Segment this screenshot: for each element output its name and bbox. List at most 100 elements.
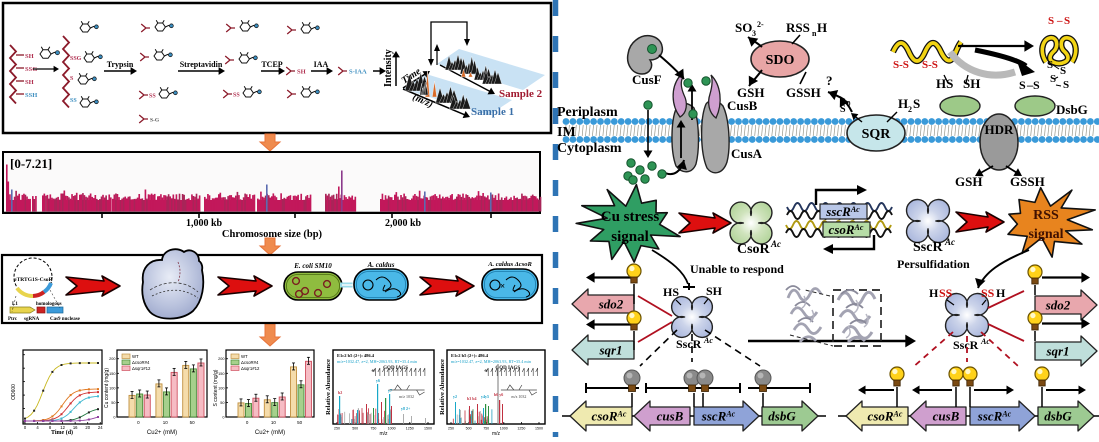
svg-text:S-S: S-S <box>893 59 909 71</box>
svg-text:GSSH: GSSH <box>786 85 821 100</box>
svg-text:SscR: SscR <box>676 337 702 351</box>
svg-text:y8 2+: y8 2+ <box>401 406 411 411</box>
svg-text:1000: 1000 <box>500 427 508 431</box>
svg-text:m/z 1032: m/z 1032 <box>399 394 414 399</box>
svg-text:100: 100 <box>218 386 224 390</box>
svg-text:Relative Abundance: Relative Abundance <box>325 359 332 415</box>
svg-text:S: S <box>840 104 846 115</box>
svg-text:pTRTG1S-CsoR: pTRTG1S-CsoR <box>14 277 54 283</box>
svg-text:100: 100 <box>109 386 115 390</box>
svg-text:750: 750 <box>483 427 489 431</box>
svg-text:SH: SH <box>706 284 723 298</box>
svg-text:Sample 2: Sample 2 <box>499 88 543 100</box>
svg-text:dsbG: dsbG <box>768 409 796 424</box>
svg-text:S: S <box>913 96 920 111</box>
svg-text:OD600: OD600 <box>11 384 17 400</box>
svg-text:Time (d): Time (d) <box>51 429 73 436</box>
svg-text:1250: 1250 <box>406 427 414 431</box>
svg-text:CusB: CusB <box>727 98 758 113</box>
svg-text:homologous: homologous <box>36 302 62 307</box>
svg-text:GSH: GSH <box>955 174 982 189</box>
svg-text:SS: SS <box>233 93 240 99</box>
svg-text:Unable to respond: Unable to respond <box>690 262 784 276</box>
svg-text:SscR: SscR <box>953 338 979 352</box>
svg-text:m/z: m/z <box>492 431 501 437</box>
svg-text:b3 b4: b3 b4 <box>467 396 476 401</box>
svg-text:2-: 2- <box>757 20 764 29</box>
svg-text:Persulfidation: Persulfidation <box>897 257 970 271</box>
svg-text:SH: SH <box>297 69 306 76</box>
svg-text:0: 0 <box>24 425 27 430</box>
svg-text:Sample 1: Sample 1 <box>471 106 514 118</box>
svg-text:Periplasm: Periplasm <box>557 105 618 120</box>
svg-text:SSG: SSG <box>25 66 37 73</box>
svg-text:SH: SH <box>963 76 980 91</box>
svg-text:HS: HS <box>936 76 953 91</box>
svg-text:Ac: Ac <box>770 239 781 249</box>
svg-text:S: S <box>1033 78 1040 92</box>
svg-text:CsoR: CsoR <box>737 242 771 257</box>
svg-text:?: ? <box>826 73 833 88</box>
svg-text:SH: SH <box>25 53 34 60</box>
svg-text:S content (mg/g): S content (mg/g) <box>213 369 219 406</box>
svg-text:GQD IAGS: GQD IAGS <box>383 366 408 371</box>
svg-text:S-IAA: S-IAA <box>349 69 367 76</box>
svg-text:8: 8 <box>49 425 52 430</box>
svg-text:m/z=1032.47, z=2, MH=2063.93,: m/z=1032.47, z=2, MH=2063.93, RT=35.4 mi… <box>451 359 532 365</box>
svg-text:50: 50 <box>111 401 115 405</box>
svg-text:S: S <box>1048 15 1054 27</box>
svg-text:CusA: CusA <box>731 146 763 161</box>
svg-text:y2: y2 <box>453 394 457 399</box>
svg-text:250: 250 <box>448 427 454 431</box>
svg-text:sdo2: sdo2 <box>598 297 624 312</box>
svg-text:sgRNA: sgRNA <box>24 317 40 322</box>
svg-text:DsbG: DsbG <box>1056 102 1088 117</box>
svg-text:GSSH: GSSH <box>1010 174 1045 189</box>
svg-text:sdo2: sdo2 <box>1045 298 1071 313</box>
svg-text:4: 4 <box>36 425 39 430</box>
svg-text:m/z 1032: m/z 1032 <box>511 394 526 399</box>
svg-text:Ac: Ac <box>703 336 713 345</box>
svg-text:sqr1: sqr1 <box>598 343 622 358</box>
svg-text:SscR: SscR <box>913 240 943 255</box>
svg-text:S: S <box>1063 79 1069 91</box>
svg-text:0: 0 <box>246 420 249 425</box>
svg-text:Cu stress: Cu stress <box>601 209 660 225</box>
svg-text:10: 10 <box>163 420 169 425</box>
svg-text:SS: SS <box>70 98 77 104</box>
svg-text:IAA: IAA <box>314 60 329 69</box>
svg-text:S: S <box>1047 59 1053 71</box>
svg-text:Cu2+ (mM): Cu2+ (mM) <box>147 430 177 436</box>
svg-text:RSS: RSS <box>786 20 810 35</box>
svg-text:A. caldus ΔcsoR: A. caldus ΔcsoR <box>487 261 532 268</box>
svg-text:S-S: S-S <box>922 59 938 71</box>
svg-text:“: “ <box>371 368 375 376</box>
svg-text:RSS: RSS <box>1033 208 1059 223</box>
svg-text:S: S <box>1064 15 1070 27</box>
svg-text:y7: y7 <box>388 388 392 393</box>
svg-text:Δsqr1#12: Δsqr1#12 <box>241 366 260 371</box>
svg-text:IM: IM <box>557 125 576 140</box>
svg-text:signal: signal <box>611 229 649 245</box>
svg-text:Cytoplasm: Cytoplasm <box>557 141 622 156</box>
svg-text:[0-7.21]: [0-7.21] <box>10 156 52 171</box>
svg-text:1500: 1500 <box>424 427 432 431</box>
svg-text:S-G: S-G <box>150 118 160 124</box>
svg-text:Cas9 nuclease: Cas9 nuclease <box>50 317 81 322</box>
svg-text:0: 0 <box>113 416 115 420</box>
svg-text:1,000 kb: 1,000 kb <box>186 218 223 229</box>
svg-text:50: 50 <box>190 420 196 425</box>
svg-text:m/z=1032.47, z=2, MH=2063.93,: m/z=1032.47, z=2, MH=2063.93, RT=35.4 mi… <box>337 359 418 365</box>
svg-text:SQR: SQR <box>862 127 892 142</box>
svg-text:Streptavidin: Streptavidin <box>180 60 223 69</box>
svg-text:WT: WT <box>241 354 248 359</box>
svg-text:sqr1: sqr1 <box>1045 344 1069 359</box>
svg-text:SO: SO <box>735 20 752 35</box>
svg-text:S: S <box>70 76 74 82</box>
svg-text:Ac: Ac <box>980 337 990 346</box>
svg-text:2,000 kb: 2,000 kb <box>385 218 422 229</box>
svg-text:S: S <box>1050 73 1056 85</box>
svg-text:250: 250 <box>334 427 340 431</box>
svg-text:S: S <box>1060 65 1066 77</box>
svg-text:200: 200 <box>109 357 115 361</box>
